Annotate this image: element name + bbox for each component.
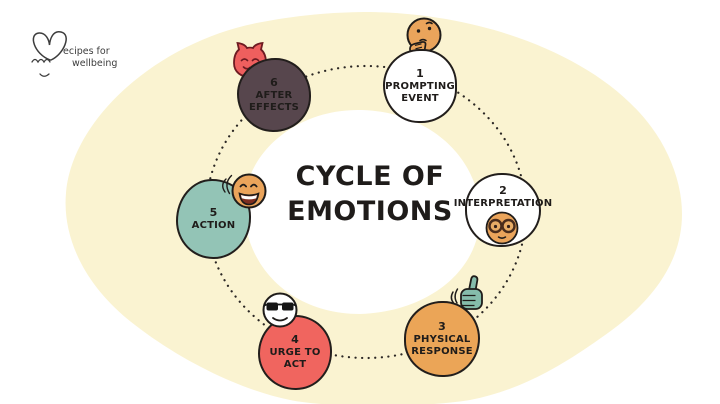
page-title: CYCLE OF EMOTIONS <box>263 160 477 229</box>
node-number: 4 <box>291 333 299 347</box>
brand-text-line1: ecipes for <box>63 46 110 57</box>
node-label-line: INTERPRETATION <box>453 197 553 209</box>
sunglasses-face-emoji <box>262 292 298 328</box>
node-number: 6 <box>270 75 278 89</box>
node-number: 3 <box>438 319 446 333</box>
node-label-line: EVENT <box>401 92 439 104</box>
node-label-line: AFTER <box>255 89 293 101</box>
thinking-face-emoji <box>406 17 442 56</box>
node-physical-response: 3 PHYSICAL RESPONSE <box>404 301 480 377</box>
node-interpretation: 2 INTERPRETATION <box>454 173 552 247</box>
title-line1: CYCLE OF <box>295 161 445 192</box>
node-label-line: EFFECTS <box>248 101 300 113</box>
node-label-line: PHYSICAL <box>413 333 471 345</box>
node-label-line: ACTION <box>191 219 236 231</box>
node-urge-to-act: 4 URGE TO ACT <box>258 315 332 390</box>
node-prompting-event: 1 PROMPTING EVENT <box>383 49 457 123</box>
node-number: 1 <box>416 66 424 80</box>
nerd-face-emoji <box>485 211 519 245</box>
node-after-effects: 6 AFTER EFFECTS <box>237 58 311 132</box>
yellow-ring-blob <box>65 12 682 404</box>
laughing-face-emoji <box>222 173 267 209</box>
node-label-line: PROMPTING <box>385 80 455 92</box>
node-label-line: RESPONSE <box>411 345 473 357</box>
node-number: 2 <box>499 184 507 197</box>
butterfly-doodle-icon <box>31 30 67 77</box>
brand-text-line2: wellbeing <box>72 58 118 69</box>
thumbs-up-icon <box>450 275 483 310</box>
node-label-line: ACT <box>283 359 307 371</box>
node-label-line: URGE TO <box>269 347 321 359</box>
title-line2: EMOTIONS <box>287 195 453 227</box>
recipes-for-wellbeing-logo: ecipes for wellbeing <box>20 20 150 86</box>
node-number: 5 <box>209 206 218 220</box>
